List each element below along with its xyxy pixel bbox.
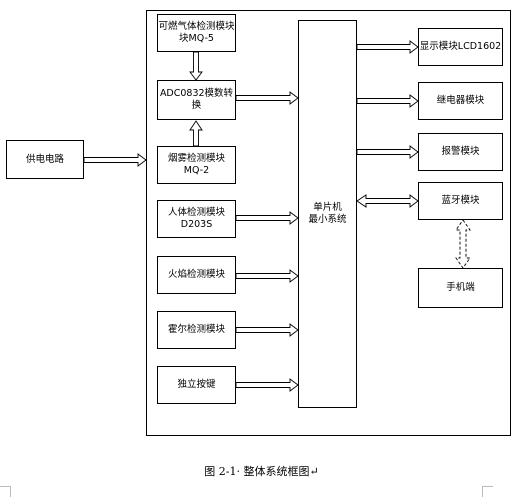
arrow-hall-to-mcu <box>235 323 299 337</box>
mcu-label-1: 单片机 <box>313 202 342 213</box>
smoke-sensor-label-2: MQ-2 <box>183 165 210 176</box>
adc-module-box: ADC0832模数转 换 <box>157 80 236 120</box>
arrow-mcu-to-alarm <box>356 145 419 159</box>
phone-label: 手机端 <box>446 282 475 293</box>
flame-sensor-box: 火焰检测模块 <box>157 256 236 294</box>
gas-sensor-box: 可燃气体检测模块 块MQ-5 <box>157 14 236 52</box>
gas-sensor-label-1: 可燃气体检测模块 <box>158 21 235 32</box>
arrow-adc-to-mcu <box>235 91 299 105</box>
relay-module-label: 继电器模块 <box>436 95 485 106</box>
body-sensor-label-2: D203S <box>180 219 213 230</box>
page-corner-mark-right <box>482 486 493 497</box>
arrow-mcu-bluetooth-bidirectional <box>356 194 419 208</box>
gas-sensor-label-2: 块MQ-5 <box>179 33 214 44</box>
figure-caption: 图 2-1· 整体系统框图↵ <box>204 465 319 478</box>
hall-sensor-label: 霍尔检测模块 <box>167 324 225 335</box>
arrow-bluetooth-phone-wireless <box>455 219 471 269</box>
body-sensor-label-1: 人体检测模块 <box>167 207 225 218</box>
independent-key-box: 独立按键 <box>157 366 236 404</box>
arrow-gas-to-adc <box>189 51 203 81</box>
power-circuit-label: 供电电路 <box>25 153 64 165</box>
smoke-sensor-label-1: 烟雾检测模块 <box>167 153 225 164</box>
arrow-key-to-mcu <box>235 378 299 392</box>
arrow-smoke-to-adc <box>189 120 203 147</box>
mcu-box: 单片机 最小系统 <box>298 20 357 408</box>
alarm-module-label: 报警模块 <box>441 146 480 157</box>
lcd-module-box: 显示模块LCD1602 <box>418 28 503 66</box>
power-circuit-box: 供电电路 <box>6 140 84 179</box>
phone-box: 手机端 <box>418 268 503 308</box>
arrow-body-to-mcu <box>235 211 299 225</box>
mcu-label-2: 最小系统 <box>308 214 347 225</box>
adc-module-label-1: ADC0832模数转 <box>159 88 234 99</box>
system-frame <box>146 10 511 436</box>
arrow-flame-to-mcu <box>235 269 299 283</box>
arrow-power-to-system <box>83 153 147 167</box>
body-sensor-box: 人体检测模块 D203S <box>157 200 236 238</box>
bluetooth-module-box: 蓝牙模块 <box>418 182 503 220</box>
alarm-module-box: 报警模块 <box>418 133 503 171</box>
hall-sensor-box: 霍尔检测模块 <box>157 311 236 349</box>
smoke-sensor-box: 烟雾检测模块 MQ-2 <box>157 146 236 184</box>
page-corner-mark-left <box>0 486 11 497</box>
bluetooth-module-label: 蓝牙模块 <box>441 195 480 206</box>
adc-module-label-2: 换 <box>191 100 202 111</box>
arrow-mcu-to-lcd <box>356 40 419 54</box>
lcd-module-label: 显示模块LCD1602 <box>419 41 502 52</box>
relay-module-box: 继电器模块 <box>418 82 503 120</box>
independent-key-label: 独立按键 <box>177 379 216 390</box>
arrow-mcu-to-relay <box>356 94 419 108</box>
flame-sensor-label: 火焰检测模块 <box>167 269 225 280</box>
